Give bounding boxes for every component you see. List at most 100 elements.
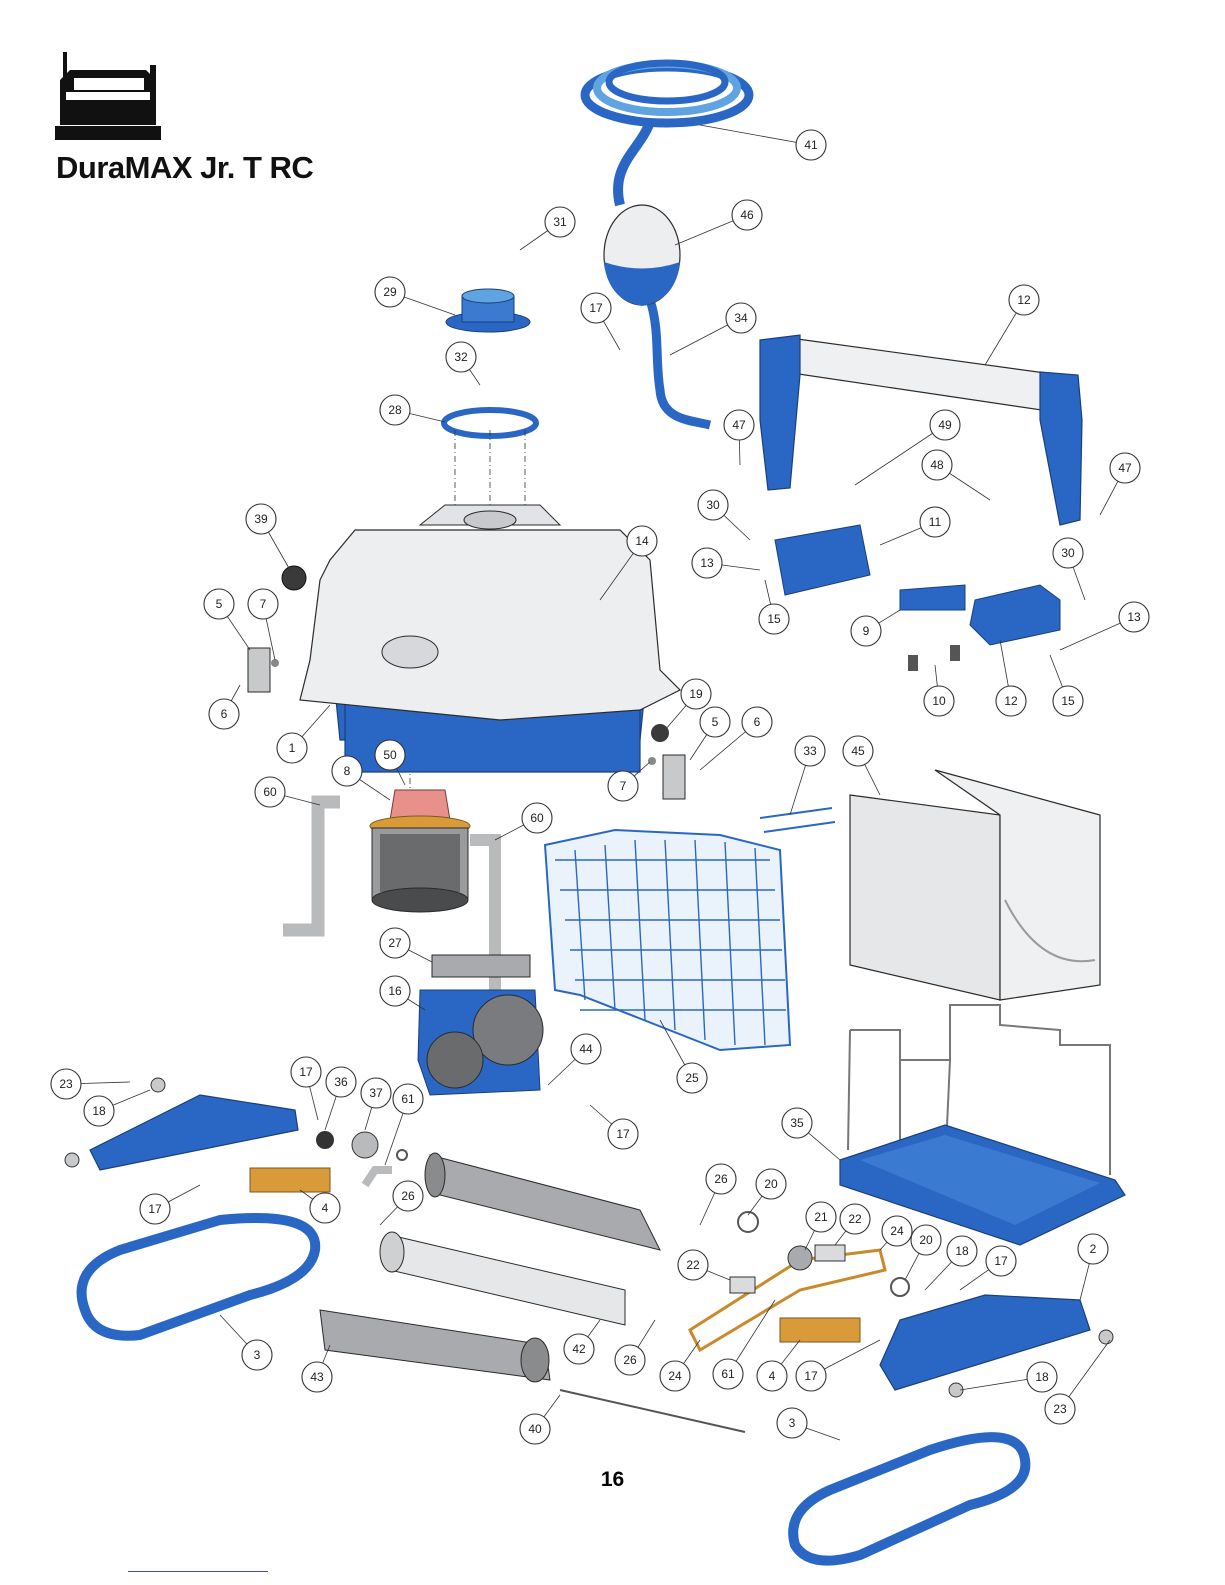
handle-side-cap-parts: [775, 525, 1060, 671]
callout-number: 47: [1118, 461, 1132, 475]
callout-number: 13: [1127, 610, 1141, 624]
callout-number: 12: [1017, 293, 1031, 307]
callout-26: 26: [706, 1164, 736, 1194]
basket-cover-part: [850, 770, 1100, 1000]
callout-number: 31: [553, 215, 567, 229]
callout-number: 33: [803, 744, 817, 758]
callout-number: 15: [1061, 694, 1075, 708]
callout-42: 42: [564, 1334, 594, 1364]
callout-number: 16: [388, 984, 402, 998]
callout-number: 23: [1053, 1402, 1067, 1416]
callout-number: 20: [919, 1233, 933, 1247]
callout-4: 4: [757, 1361, 787, 1391]
callout-10: 10: [924, 686, 954, 716]
callout-number: 60: [263, 785, 277, 799]
callout-number: 17: [994, 1254, 1008, 1268]
callout-27: 27: [380, 928, 410, 958]
right-track-part: [793, 1437, 1025, 1560]
callout-9: 9: [851, 616, 881, 646]
top-cap-part: [446, 289, 530, 332]
callout-number: 15: [767, 612, 781, 626]
callout-number: 26: [401, 1189, 415, 1203]
callout-35: 35: [782, 1108, 812, 1138]
callout-number: 24: [668, 1369, 682, 1383]
callout-18: 18: [84, 1096, 114, 1126]
callout-number: 35: [790, 1116, 804, 1130]
callout-number: 6: [754, 715, 761, 729]
callout-28: 28: [380, 395, 410, 425]
callout-18: 18: [1027, 1362, 1057, 1392]
callout-number: 50: [383, 748, 397, 762]
callout-number: 24: [890, 1224, 904, 1238]
callout-number: 13: [700, 556, 714, 570]
callout-number: 5: [216, 597, 223, 611]
callout-number: 61: [401, 1092, 415, 1106]
callout-number: 18: [1035, 1370, 1049, 1384]
callout-21: 21: [806, 1202, 836, 1232]
rear-roller-part: [380, 1232, 625, 1325]
callout-12: 12: [996, 686, 1026, 716]
page-title: DuraMAX Jr. T RC: [56, 150, 313, 186]
callout-number: 10: [932, 694, 946, 708]
callout-45: 45: [843, 736, 873, 766]
callout-60: 60: [522, 803, 552, 833]
callout-12: 12: [1009, 285, 1039, 315]
callout-39: 39: [246, 504, 276, 534]
callout-44: 44: [571, 1034, 601, 1064]
callout-48: 48: [922, 450, 952, 480]
callout-17: 17: [140, 1194, 170, 1224]
callout-number: 29: [383, 285, 397, 299]
motor-assembly-part: [370, 790, 470, 912]
callout-number: 3: [789, 1416, 796, 1430]
callout-40: 40: [520, 1414, 550, 1444]
callout-number: 25: [685, 1071, 699, 1085]
callout-15: 15: [1053, 686, 1083, 716]
callout-37: 37: [361, 1078, 391, 1108]
callout-18: 18: [947, 1236, 977, 1266]
callout-number: 3: [254, 1348, 261, 1362]
callout-2: 2: [1078, 1234, 1108, 1264]
callout-20: 20: [756, 1169, 786, 1199]
callout-46: 46: [732, 200, 762, 230]
callout-20: 20: [911, 1225, 941, 1255]
callout-number: 30: [706, 498, 720, 512]
callout-15: 15: [759, 604, 789, 634]
callout-number: 28: [388, 403, 402, 417]
callout-number: 42: [572, 1342, 586, 1356]
callout-50: 50: [375, 740, 405, 770]
basket-tray-part: [840, 1005, 1125, 1245]
callout-22: 22: [678, 1250, 708, 1280]
callout-number: 49: [938, 418, 952, 432]
axle-rod-part: [560, 1390, 745, 1432]
callout-3: 3: [242, 1340, 272, 1370]
callout-number: 17: [804, 1369, 818, 1383]
callout-7: 7: [608, 771, 638, 801]
filter-basket-part: [545, 808, 835, 1050]
callout-17: 17: [581, 293, 611, 323]
callout-26: 26: [393, 1181, 423, 1211]
callout-31: 31: [545, 207, 575, 237]
callout-number: 9: [863, 624, 870, 638]
callout-3: 3: [777, 1408, 807, 1438]
callout-41: 41: [796, 130, 826, 160]
callout-43: 43: [302, 1362, 332, 1392]
callout-17: 17: [608, 1119, 638, 1149]
callout-61: 61: [393, 1084, 423, 1114]
callout-7: 7: [248, 589, 278, 619]
callout-number: 36: [334, 1075, 348, 1089]
left-track-part: [82, 1218, 316, 1336]
callout-47: 47: [724, 410, 754, 440]
callout-number: 11: [929, 515, 942, 529]
callout-number: 14: [635, 534, 649, 548]
callout-16: 16: [380, 976, 410, 1006]
callout-number: 40: [528, 1422, 542, 1436]
callout-61: 61: [713, 1359, 743, 1389]
callout-36: 36: [326, 1067, 356, 1097]
callout-25: 25: [677, 1063, 707, 1093]
callout-number: 17: [616, 1127, 630, 1141]
cable-float-part: [604, 205, 680, 306]
callout-23: 23: [51, 1069, 81, 1099]
callout-number: 4: [322, 1201, 329, 1215]
callout-number: 41: [804, 138, 818, 152]
footer-link-underline: [128, 1571, 268, 1572]
